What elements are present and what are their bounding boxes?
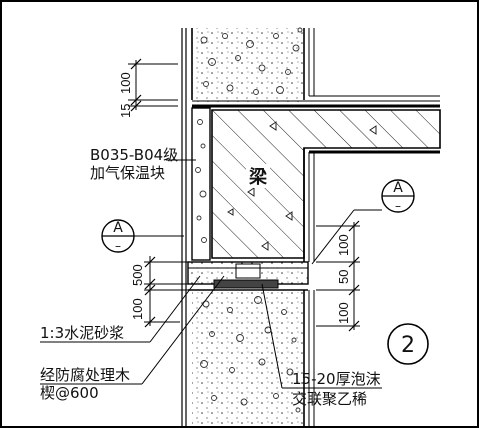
- dimension-right: 100 50 100: [316, 220, 360, 332]
- section-sub-left: –: [115, 239, 121, 253]
- detail-number: 2: [401, 333, 415, 358]
- mortar-band: [187, 261, 309, 285]
- wall-outlines: [181, 28, 315, 427]
- dim-100-top: 100: [118, 72, 133, 94]
- block-label-line1: B035-B04级: [90, 146, 178, 164]
- dim-right-100-bottom: 100: [336, 302, 351, 324]
- dim-15: 15: [118, 104, 133, 118]
- wood-label-line1: 经防腐处理木: [40, 366, 130, 384]
- block-label-line2: 加气保温块: [90, 164, 165, 182]
- foam-strip: [213, 279, 279, 289]
- section-letter-left: A: [113, 220, 123, 236]
- concrete-wall-bottom: [192, 292, 304, 426]
- aerated-block-column: [191, 107, 211, 261]
- section-letter-right: A: [393, 180, 403, 196]
- leader-lines: [40, 159, 382, 389]
- foam-label-line1: 15-20厚泡沫: [292, 370, 381, 388]
- beam-section: 梁: [211, 109, 441, 259]
- beam-label: 梁: [248, 166, 268, 188]
- detail-number-marker: 2: [387, 323, 429, 365]
- slab-edge: [303, 148, 440, 262]
- dim-right-50: 50: [336, 270, 351, 284]
- foam-label-line2: 交联聚乙稀: [292, 390, 367, 408]
- dim-100-bottom: 100: [130, 298, 145, 320]
- dimension-left-top: 100 15: [118, 58, 178, 118]
- dim-right-100-top: 100: [336, 234, 351, 256]
- concrete-wall-top: [192, 27, 304, 102]
- wall-bottom-outlines: [303, 290, 315, 427]
- dimension-left-bottom: 500 100: [130, 256, 190, 328]
- wood-label-line2: 楔@600: [40, 384, 99, 402]
- section-marker-right: A –: [311, 179, 415, 265]
- mortar-label: 1:3水泥砂浆: [40, 324, 124, 342]
- slab-band: [192, 95, 440, 108]
- section-sub-right: –: [395, 199, 401, 213]
- dim-500: 500: [130, 264, 145, 286]
- section-marker-left: A –: [101, 219, 184, 253]
